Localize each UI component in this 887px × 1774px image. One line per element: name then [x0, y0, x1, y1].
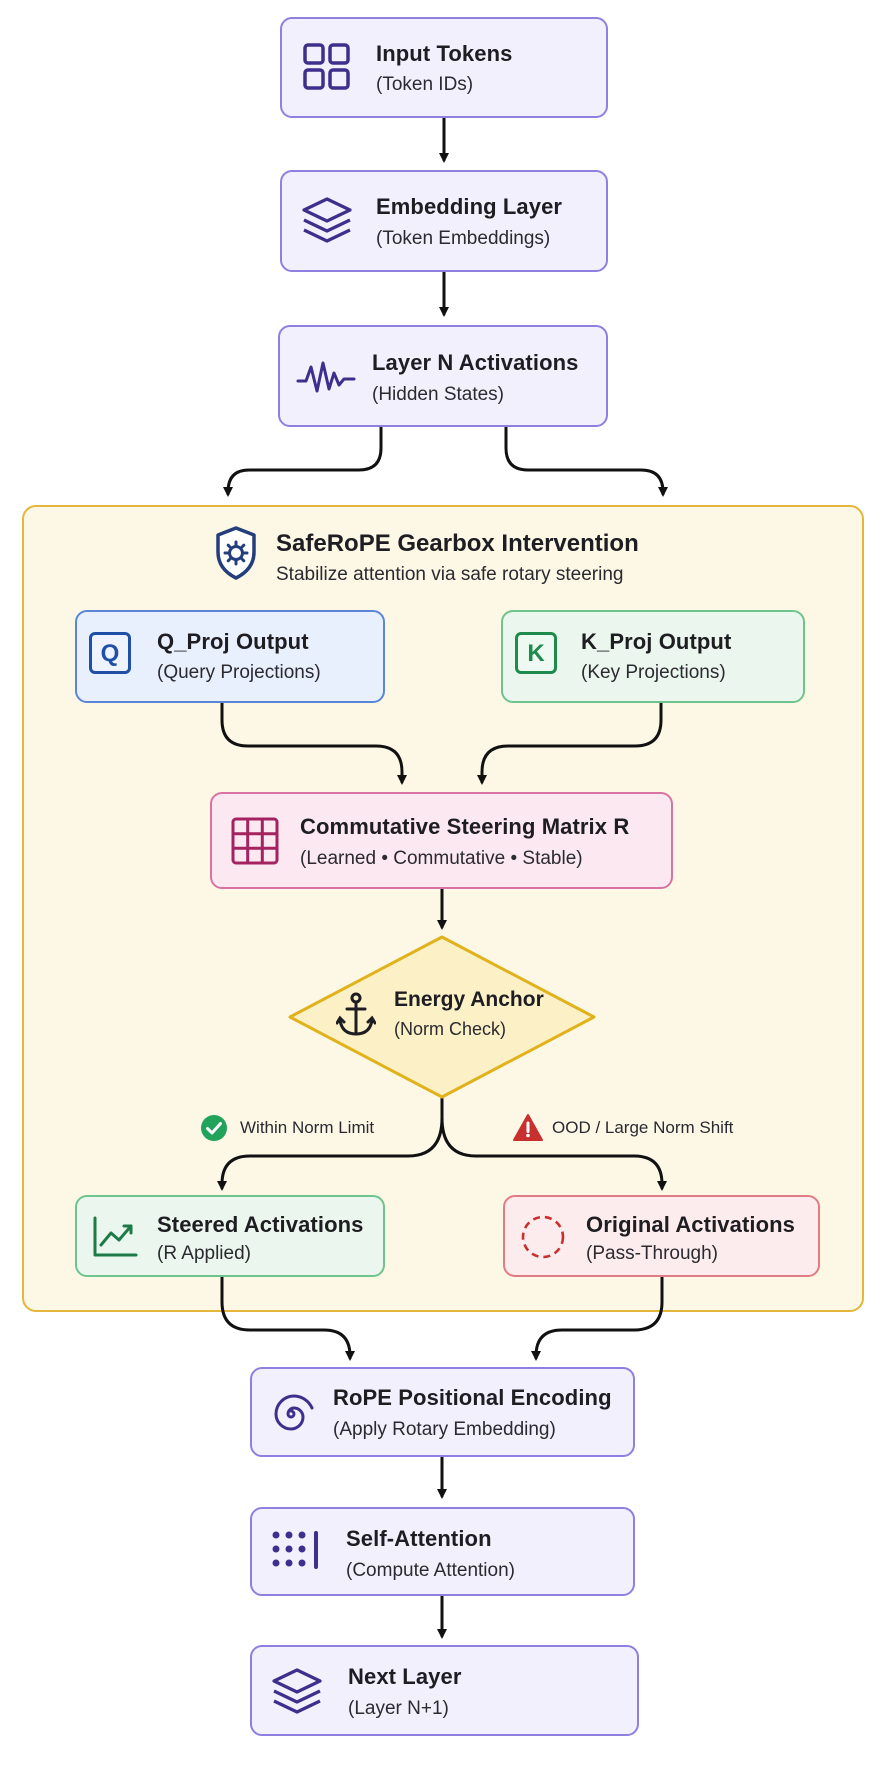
dashed-circle-icon [519, 1213, 567, 1266]
arrow-k-to-matrix [477, 701, 663, 785]
badge-letter: K [527, 640, 545, 667]
node-title: Steered Activations [157, 1212, 364, 1237]
node-energy-anchor: Energy Anchor (Norm Check) [286, 934, 598, 1100]
arrow-q-to-matrix [220, 701, 407, 785]
node-steered-activations: Steered Activations (R Applied) [75, 1195, 385, 1277]
branch-label-within: Within Norm Limit [240, 1118, 375, 1137]
arrow-layer-n-left [223, 425, 383, 497]
node-title: Self-Attention [346, 1526, 492, 1551]
node-title: Commutative Steering Matrix R [300, 814, 630, 839]
node-title: Energy Anchor [394, 988, 544, 1011]
warning-triangle-icon [512, 1113, 544, 1147]
dot-matrix-icon [270, 1529, 324, 1584]
node-rope-positional-encoding: RoPE Positional Encoding (Apply Rotary E… [250, 1367, 635, 1457]
badge-letter: Q [100, 640, 120, 667]
node-subtitle: (Hidden States) [372, 384, 505, 405]
node-self-attention: Self-Attention (Compute Attention) [250, 1507, 635, 1596]
group-subtitle: Stabilize attention via safe rotary stee… [276, 564, 624, 585]
node-subtitle: (Norm Check) [394, 1019, 507, 1039]
branch-label-ood: OOD / Large Norm Shift [552, 1118, 734, 1137]
node-subtitle: (Layer N+1) [348, 1698, 449, 1719]
node-subtitle: (Apply Rotary Embedding) [333, 1419, 556, 1440]
node-subtitle: (Pass-Through) [586, 1243, 718, 1264]
node-subtitle: (Learned • Commutative • Stable) [300, 848, 583, 869]
waveform-icon [296, 357, 356, 402]
node-k-proj-output: K K_Proj Output (Key Projections) [501, 610, 805, 703]
node-next-layer: Next Layer (Layer N+1) [250, 1645, 639, 1736]
node-title: Original Activations [586, 1212, 796, 1237]
layers-icon [270, 1667, 324, 1722]
node-subtitle: (Token IDs) [376, 74, 474, 95]
node-title: Input Tokens [376, 41, 513, 66]
node-title: K_Proj Output [581, 629, 732, 654]
node-subtitle: (Key Projections) [581, 662, 726, 683]
node-subtitle: (Token Embeddings) [376, 228, 551, 249]
node-title: Q_Proj Output [157, 629, 309, 654]
node-commutative-steering-matrix: Commutative Steering Matrix R (Learned •… [210, 792, 673, 889]
node-input-tokens: Input Tokens (Token IDs) [280, 17, 608, 118]
arrow-steered-to-rope [220, 1275, 355, 1361]
check-circle-icon [200, 1114, 228, 1147]
arrow-layer-n-right [504, 425, 668, 497]
q-badge-icon: Q [89, 632, 131, 674]
node-layer-n-activations: Layer N Activations (Hidden States) [278, 325, 608, 427]
k-badge-icon: K [515, 632, 557, 674]
node-q-proj-output: Q Q_Proj Output (Query Projections) [75, 610, 385, 703]
node-subtitle: (Query Projections) [157, 662, 321, 683]
group-title: SafeRoPE Gearbox Intervention [276, 530, 639, 557]
arrow-original-to-rope [531, 1275, 664, 1361]
node-original-activations: Original Activations (Pass-Through) [503, 1195, 820, 1277]
anchor-icon [335, 992, 377, 1043]
layers-icon [300, 196, 354, 251]
node-title: Layer N Activations [372, 350, 579, 375]
node-title: Embedding Layer [376, 194, 563, 219]
arrow-anchor-to-original [440, 1097, 667, 1191]
matrix-grid-icon [230, 816, 280, 871]
node-title: Next Layer [348, 1664, 462, 1689]
spiral-icon [266, 1389, 316, 1444]
arrow-anchor-to-steered [217, 1097, 444, 1191]
node-subtitle: (Compute Attention) [346, 1560, 515, 1581]
node-title: RoPE Positional Encoding [333, 1385, 612, 1410]
grid-icon [302, 42, 352, 97]
node-subtitle: (R Applied) [157, 1243, 251, 1264]
node-embedding-layer: Embedding Layer (Token Embeddings) [280, 170, 608, 272]
trend-chart-icon [91, 1215, 139, 1264]
shield-gear-icon [214, 525, 258, 586]
